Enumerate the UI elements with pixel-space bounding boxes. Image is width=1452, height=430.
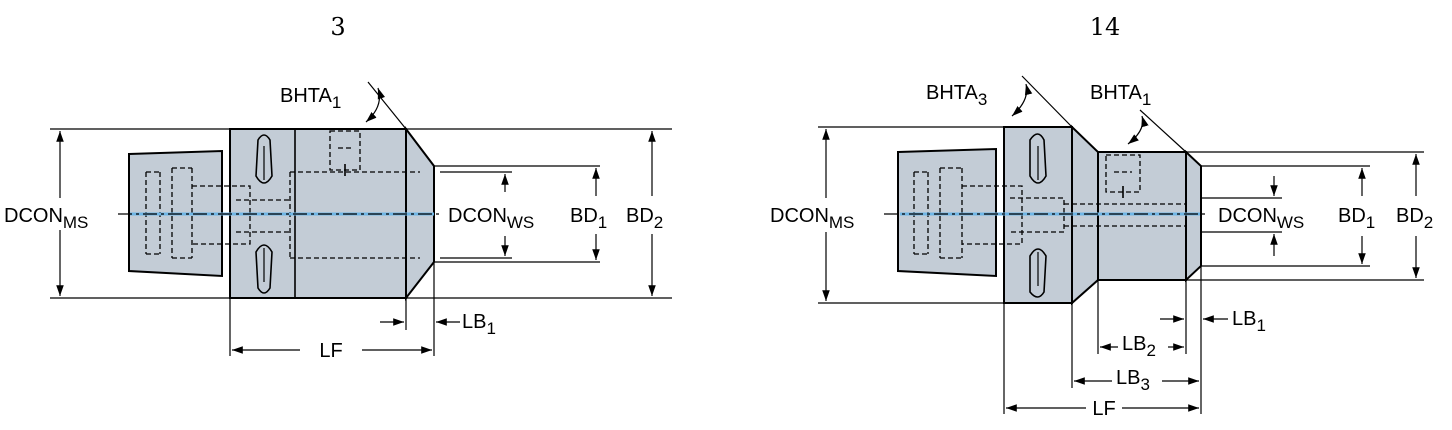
dcon-ms-label: DCONMS	[4, 205, 88, 232]
drive-slot-top	[1029, 133, 1047, 184]
bd1-label: BD1	[1338, 205, 1375, 232]
dcon-ws-label: DCONWS	[448, 205, 534, 232]
drive-slot-bottom	[255, 244, 273, 294]
lf-label: LF	[319, 340, 342, 362]
lb3-label: LB3	[1116, 367, 1150, 394]
view-3: 3 DCONMS DC	[4, 13, 672, 362]
lb1-label: LB1	[1232, 308, 1266, 335]
drive-slot-bottom	[1029, 248, 1047, 298]
view-14: 14 DCONMS D	[770, 13, 1433, 420]
bd1-label: BD1	[570, 205, 607, 232]
bd2-label: BD2	[1396, 205, 1433, 232]
bhta1-label: BHTA1	[280, 85, 341, 112]
drive-slot-top	[255, 134, 273, 184]
lb2-label: LB2	[1122, 333, 1156, 360]
lf-label: LF	[1092, 398, 1115, 420]
dcon-ms-label: DCONMS	[770, 205, 854, 232]
front-chamfer	[1185, 149, 1202, 283]
dcon-ws-label: DCONWS	[1218, 205, 1304, 232]
view-number-14: 14	[1090, 13, 1121, 41]
bhta1-label: BHTA1	[1090, 82, 1151, 109]
view-number-3: 3	[330, 13, 345, 41]
bd2-label: BD2	[626, 205, 663, 232]
front-body	[1097, 151, 1187, 281]
bhta3-label: BHTA3	[926, 82, 987, 109]
lb1-label: LB1	[462, 311, 496, 338]
